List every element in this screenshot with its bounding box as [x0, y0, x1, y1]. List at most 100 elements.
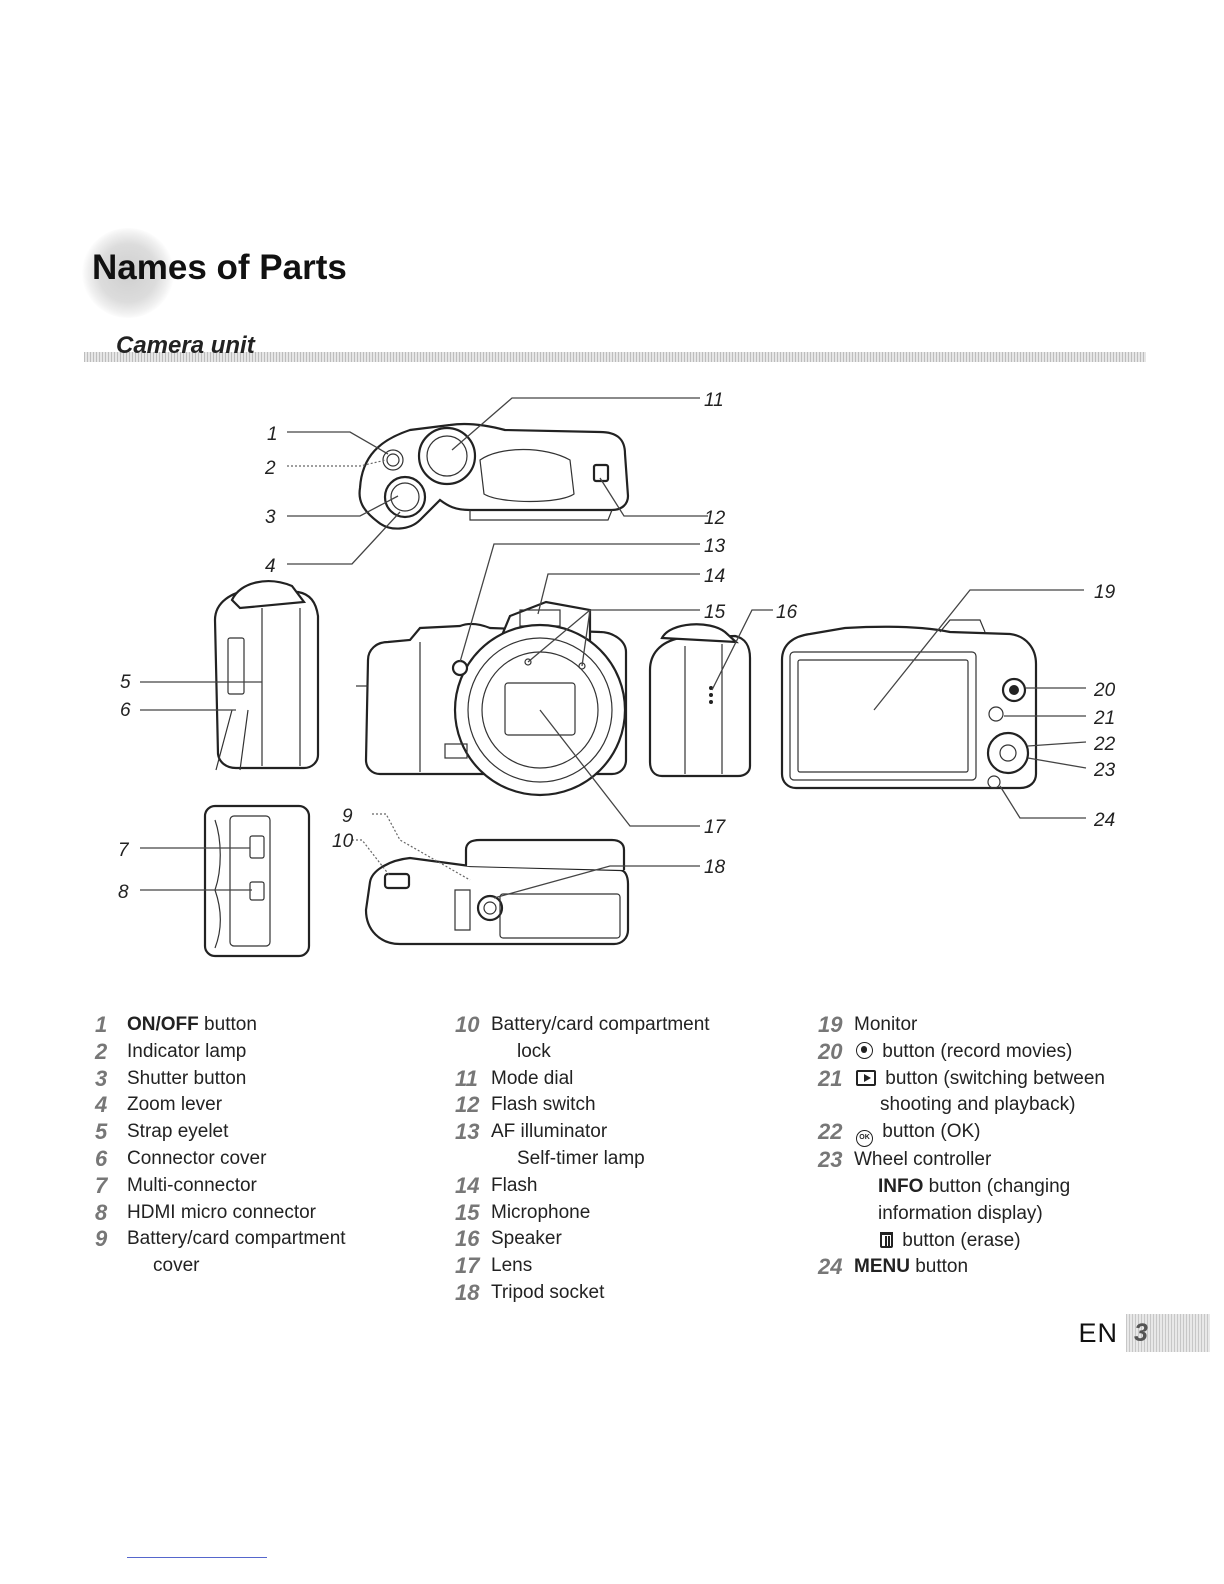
- part-name: button (switching between: [880, 1067, 1105, 1089]
- part-name-bold: INFO: [878, 1175, 924, 1197]
- part-name: Battery/card compartment: [491, 1014, 710, 1035]
- part-name: Strap eyelet: [127, 1121, 229, 1143]
- callout-9: 9: [342, 806, 353, 827]
- part-item-20: 20 button (record movies): [818, 1039, 1158, 1066]
- part-name: Flash switch: [491, 1094, 596, 1116]
- part-name: button: [198, 1014, 257, 1035]
- part-sub-info: INFO button (changing: [854, 1174, 1158, 1201]
- part-item-6: 6 Connector cover: [95, 1146, 415, 1173]
- part-name: Microphone: [491, 1201, 591, 1223]
- part-number: 14: [455, 1172, 480, 1198]
- part-item-8: 8 HDMI micro connector: [95, 1200, 415, 1227]
- part-number: 20: [818, 1038, 843, 1064]
- part-number: 21: [818, 1065, 843, 1091]
- bottom-rule: [127, 1557, 267, 1558]
- part-number: 16: [455, 1226, 480, 1252]
- part-name: Tripod socket: [491, 1281, 605, 1303]
- part-number: 7: [95, 1172, 108, 1198]
- title-decoration: [82, 228, 174, 318]
- camera-diagram: 1 2 3 4 5 6 7 8 9 10 11 12 13 14 15 16 1…: [118, 390, 1116, 958]
- part-item-14: 14 Flash: [455, 1173, 795, 1200]
- part-number: 4: [95, 1092, 108, 1118]
- part-name: Zoom lever: [127, 1094, 223, 1116]
- callout-13: 13: [704, 536, 726, 557]
- title-block: Names of Parts: [82, 228, 482, 318]
- section-bar: [84, 352, 1146, 362]
- leader-lines: [140, 397, 1087, 899]
- playback-icon: [856, 1069, 876, 1086]
- part-name: button (erase): [897, 1229, 1021, 1251]
- callout-3: 3: [265, 507, 276, 528]
- callout-20: 20: [1093, 680, 1116, 701]
- callout-21: 21: [1093, 708, 1115, 729]
- trash-icon: [880, 1231, 893, 1248]
- language-label: EN: [1078, 1317, 1118, 1348]
- part-number: 23: [818, 1147, 843, 1173]
- part-item-5: 5 Strap eyelet: [95, 1119, 415, 1146]
- part-number: 19: [818, 1012, 843, 1037]
- callout-17: 17: [704, 817, 727, 838]
- part-item-17: 17 Lens: [455, 1253, 795, 1280]
- part-number: 24: [818, 1254, 843, 1280]
- part-name: Shutter button: [127, 1067, 247, 1089]
- camera-side-view-left: [203, 580, 320, 958]
- part-name: Mode dial: [491, 1067, 574, 1089]
- camera-back-view: [780, 619, 1038, 790]
- part-number: 10: [455, 1012, 480, 1037]
- part-name: button (changing: [923, 1175, 1071, 1197]
- callout-4: 4: [265, 556, 276, 577]
- callout-7: 7: [118, 840, 130, 861]
- part-item-7: 7 Multi-connector: [95, 1173, 415, 1200]
- part-number: 1: [95, 1012, 108, 1037]
- part-number: 5: [95, 1119, 108, 1145]
- part-name: Wheel controller: [854, 1149, 992, 1171]
- part-name: button (record movies): [877, 1040, 1073, 1062]
- part-name-continued: shooting and playback): [880, 1094, 1076, 1116]
- callout-18: 18: [704, 857, 726, 878]
- section-header: Camera unit: [84, 332, 1146, 372]
- part-name: Flash: [491, 1174, 538, 1196]
- part-name: Connector cover: [127, 1147, 267, 1169]
- part-name-bold: ON/OFF: [127, 1014, 199, 1035]
- camera-side-view-right: [648, 623, 752, 778]
- part-number: 17: [455, 1253, 480, 1279]
- callout-5: 5: [120, 672, 131, 693]
- part-name-continued: lock: [517, 1040, 551, 1062]
- callout-10: 10: [332, 831, 354, 852]
- camera-bottom-view: [364, 838, 630, 946]
- part-item-24: 24 MENU button: [818, 1254, 1158, 1281]
- callout-24: 24: [1093, 810, 1115, 831]
- section-title: Camera unit: [116, 332, 255, 359]
- part-name: HDMI micro connector: [127, 1201, 316, 1223]
- part-name: Lens: [491, 1255, 533, 1277]
- ok-icon: OK: [856, 1130, 873, 1148]
- part-name: Multi-connector: [127, 1174, 257, 1196]
- part-item-21: 21 button (switching between shooting and…: [818, 1066, 1158, 1120]
- part-name: button (OK): [877, 1121, 981, 1143]
- part-number: 3: [95, 1065, 108, 1091]
- callout-23: 23: [1093, 760, 1116, 781]
- part-item-3: 3 Shutter button: [95, 1066, 415, 1093]
- part-name-continued: information display): [878, 1202, 1043, 1224]
- part-name: Indicator lamp: [127, 1040, 247, 1062]
- callout-16: 16: [776, 602, 798, 623]
- callout-1: 1: [267, 424, 278, 445]
- part-number: 8: [95, 1199, 108, 1225]
- part-item-1: 1 ON/OFF button: [95, 1012, 415, 1039]
- part-number: 6: [95, 1145, 108, 1171]
- part-name-bold: MENU: [854, 1256, 910, 1278]
- part-item-4: 4 Zoom lever: [95, 1092, 415, 1119]
- part-name: button: [909, 1256, 969, 1278]
- part-number: 13: [455, 1119, 480, 1145]
- part-name: AF illuminator: [491, 1121, 608, 1143]
